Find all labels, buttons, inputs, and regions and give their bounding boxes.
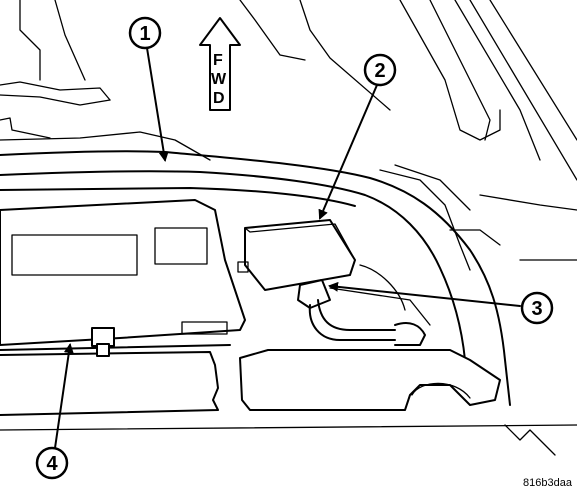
figure-id: 816b3daa xyxy=(523,477,573,489)
fwd-arrow: F W D xyxy=(199,17,241,111)
callout-1: 1 xyxy=(128,16,162,50)
trim-panel xyxy=(0,150,511,406)
svg-text:3: 3 xyxy=(531,298,542,320)
module-housing xyxy=(0,199,246,416)
callout-4: 4 xyxy=(35,446,69,480)
fwd-letter-d: D xyxy=(213,90,225,107)
svg-text:1: 1 xyxy=(139,23,150,45)
lower-trim-cover xyxy=(239,349,501,411)
antenna-connector xyxy=(297,264,431,346)
antenna-module xyxy=(237,219,356,291)
leader-lines xyxy=(54,47,521,449)
svg-text:4: 4 xyxy=(46,453,58,475)
up-arrow-icon xyxy=(199,17,241,111)
fwd-letter-w: W xyxy=(211,71,227,88)
fwd-letter-f: F xyxy=(213,52,223,69)
background-structure xyxy=(0,0,577,456)
callout-3: 3 xyxy=(520,291,554,325)
module-connector xyxy=(91,327,115,357)
svg-text:2: 2 xyxy=(374,60,385,82)
callout-2: 2 xyxy=(363,53,397,87)
